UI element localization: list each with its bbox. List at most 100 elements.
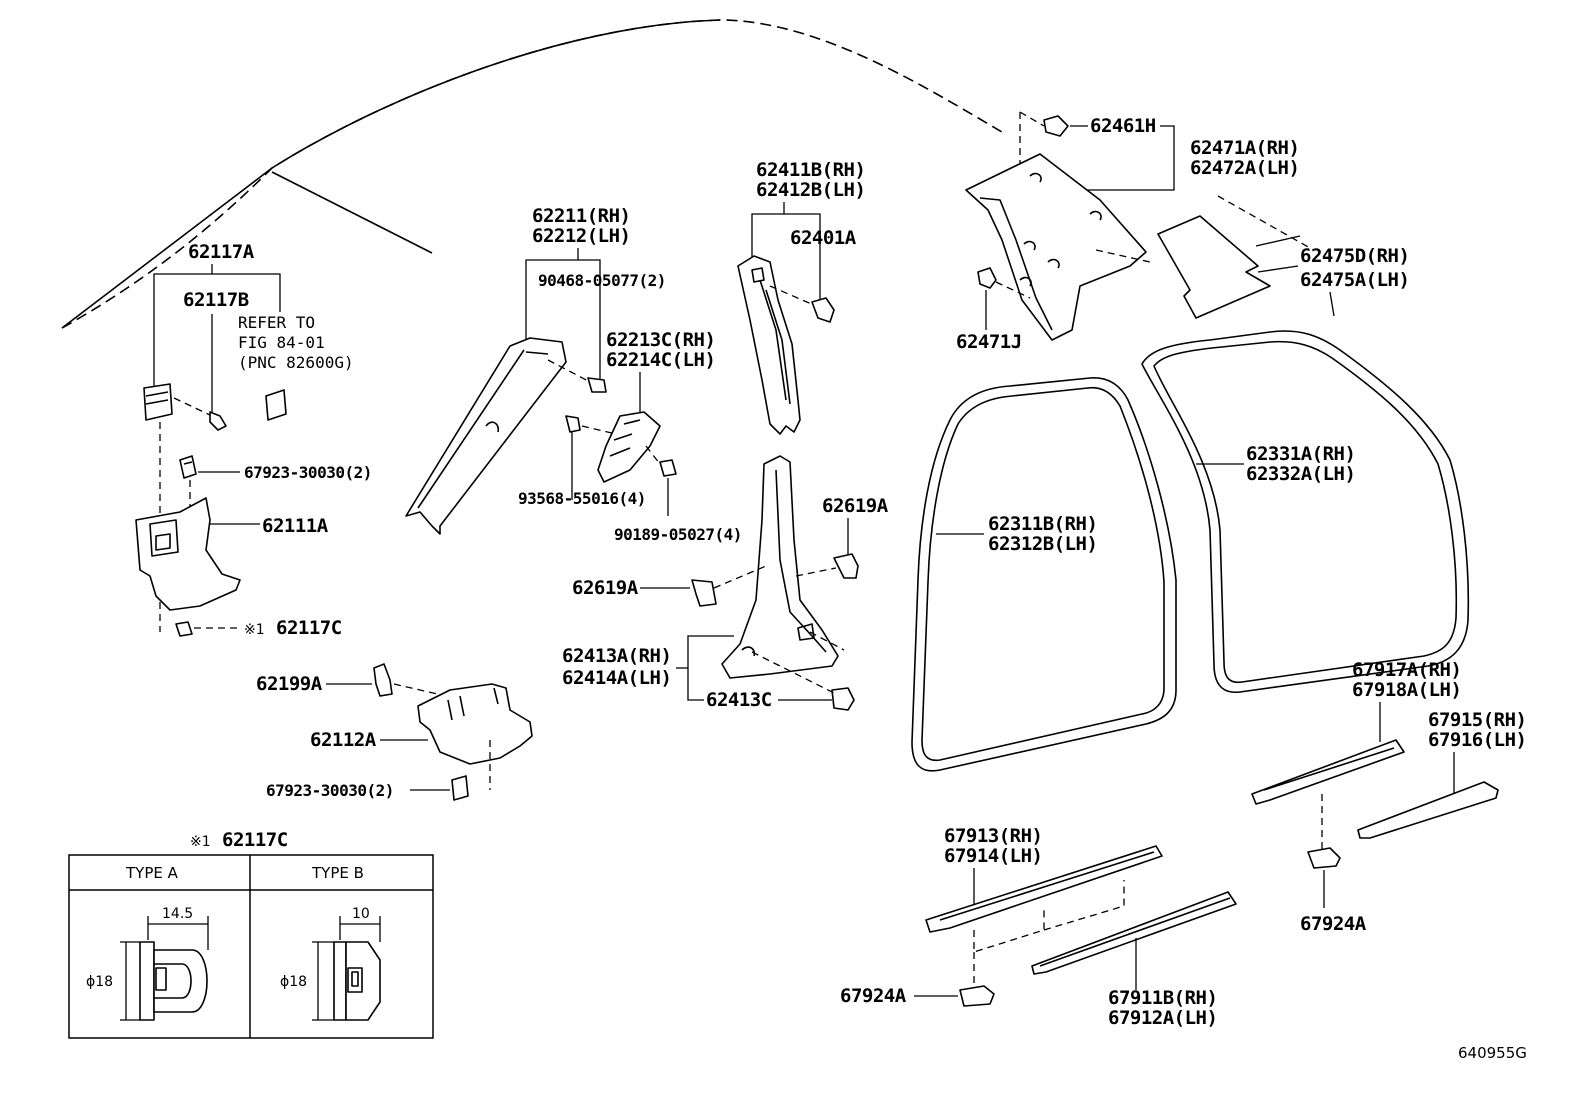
label-62414A: 62414A(LH) [562, 667, 671, 689]
clip-67924A-left [959, 985, 995, 1007]
pillar-62471A-detail [979, 197, 1053, 331]
leader-62475D-a [1255, 235, 1301, 247]
bracket-62213C-detail [609, 419, 641, 457]
label-62111A: 62111A [262, 515, 329, 537]
pillar-62411B-detail [759, 279, 791, 405]
weatherstrip-62311B-inner [921, 386, 1165, 762]
roof-solid-upper [271, 19, 721, 169]
label-62461H: 62461H [1090, 115, 1156, 137]
dash-67913-b [1043, 880, 1125, 931]
label-62311B: 62311B(RH) [988, 513, 1097, 535]
label-67923-a: 67923-30030(2) [244, 463, 372, 482]
dash-62413C-b [809, 631, 845, 651]
plate-67915 [1357, 781, 1499, 839]
refer-line-2: FIG 84-01 [238, 333, 325, 352]
clip-67924A-right [1307, 847, 1341, 869]
pillar-62471A [965, 153, 1147, 341]
leader-62475D-c [1329, 291, 1335, 317]
type-b-diameter: ϕ18 [280, 974, 307, 990]
label-90468: 90468-05077(2) [538, 271, 666, 290]
refer-line-3: (PNC 82600G) [238, 353, 354, 372]
panel-62111A-window-inner [155, 533, 171, 551]
dash-62413C-a [751, 651, 837, 695]
dash-62117B [173, 397, 213, 417]
refer-line-1: REFER TO [238, 313, 315, 332]
roof-solid-left [61, 167, 273, 329]
dash-90468 [547, 359, 595, 385]
label-67912A: 67912A(LH) [1108, 1007, 1217, 1029]
label-67914: 67914(LH) [944, 845, 1042, 867]
clip-67923-b [451, 775, 469, 801]
switch-bezel-detail [145, 391, 169, 405]
type-b-clip-drawing [312, 916, 381, 1021]
pillar-62411B [737, 255, 801, 435]
type-a-diameter: ϕ18 [86, 974, 113, 990]
type-b-header: TYPE B [311, 864, 364, 882]
label-62212: 62212(LH) [532, 225, 630, 247]
plate-67911B-detail [1039, 897, 1231, 967]
label-62117A: 62117A [188, 241, 255, 263]
type-a-width: 14.5 [162, 906, 193, 922]
table-part: 62117C [222, 829, 288, 851]
clip-90468 [587, 377, 607, 393]
label-62413A: 62413A(RH) [562, 645, 671, 667]
dash-62619A-left [713, 565, 767, 589]
weatherstrip-62331A-inner [1153, 340, 1458, 684]
plate-67913-detail [939, 851, 1155, 921]
label-62117C-mark: ※1 [244, 622, 265, 638]
pillar-62211-hole [485, 421, 500, 433]
label-62475D: 62475D(RH) [1300, 245, 1409, 267]
label-62214C: 62214C(LH) [606, 349, 715, 371]
label-62475A: 62475A(LH) [1300, 269, 1409, 291]
clip-90189 [659, 459, 677, 477]
clip-62413C [831, 687, 855, 711]
label-67923-b: 67923-30030(2) [266, 781, 394, 800]
clip-62471J [977, 267, 997, 289]
figure-code: 640955G [1458, 1044, 1527, 1062]
label-62211: 62211(RH) [532, 205, 630, 227]
dash-90189 [645, 445, 661, 465]
dash-62461H-b [1019, 111, 1045, 127]
label-62331A: 62331A(RH) [1246, 443, 1355, 465]
type-a-clip-drawing [120, 916, 209, 1021]
clip-62117C [175, 621, 193, 637]
label-67924A-left: 67924A [840, 985, 907, 1007]
label-93568: 93568-55016(4) [518, 489, 646, 508]
label-67924A-right: 67924A [1300, 913, 1367, 935]
label-62619A-right: 62619A [822, 495, 889, 517]
plate-67917A-detail [1263, 747, 1395, 791]
label-62412B: 62412B(LH) [756, 179, 865, 201]
label-62213C: 62213C(RH) [606, 329, 715, 351]
label-67918A: 67918A(LH) [1352, 679, 1461, 701]
label-67911B: 67911B(RH) [1108, 987, 1217, 1009]
pillar-62211 [405, 337, 567, 535]
pillar-62471A-holes [1019, 172, 1102, 287]
label-62472A: 62472A(LH) [1190, 157, 1299, 179]
label-67915: 67915(RH) [1428, 709, 1526, 731]
screw-93568 [565, 415, 581, 433]
panel-62111A [135, 497, 241, 611]
panel-62112A-detail [447, 687, 499, 721]
label-67916: 67916(LH) [1428, 729, 1526, 751]
panel-62111A-window [149, 519, 179, 557]
weatherstrip-62311B [911, 377, 1177, 772]
pillar-62411B-tab [751, 267, 765, 283]
label-62332A: 62332A(LH) [1246, 463, 1355, 485]
label-62619A-left: 62619A [572, 577, 639, 599]
leader-62411B [751, 213, 821, 300]
label-62471A: 62471A(RH) [1190, 137, 1299, 159]
trim-62475D [1157, 215, 1271, 319]
leader-62471A [1080, 125, 1175, 191]
type-b-width: 10 [352, 906, 370, 922]
cover-82600G [265, 389, 287, 421]
label-67917A: 67917A(RH) [1352, 659, 1461, 681]
pillar-62211-detail [417, 349, 549, 509]
clip-62619A-left [691, 579, 717, 607]
clip-67923-a [179, 455, 197, 479]
panel-62112A [417, 683, 533, 765]
dash-62619A-right [795, 567, 837, 577]
dash-93568 [581, 425, 617, 435]
pillar-62413A [721, 455, 839, 679]
label-62312B: 62312B(LH) [988, 533, 1097, 555]
